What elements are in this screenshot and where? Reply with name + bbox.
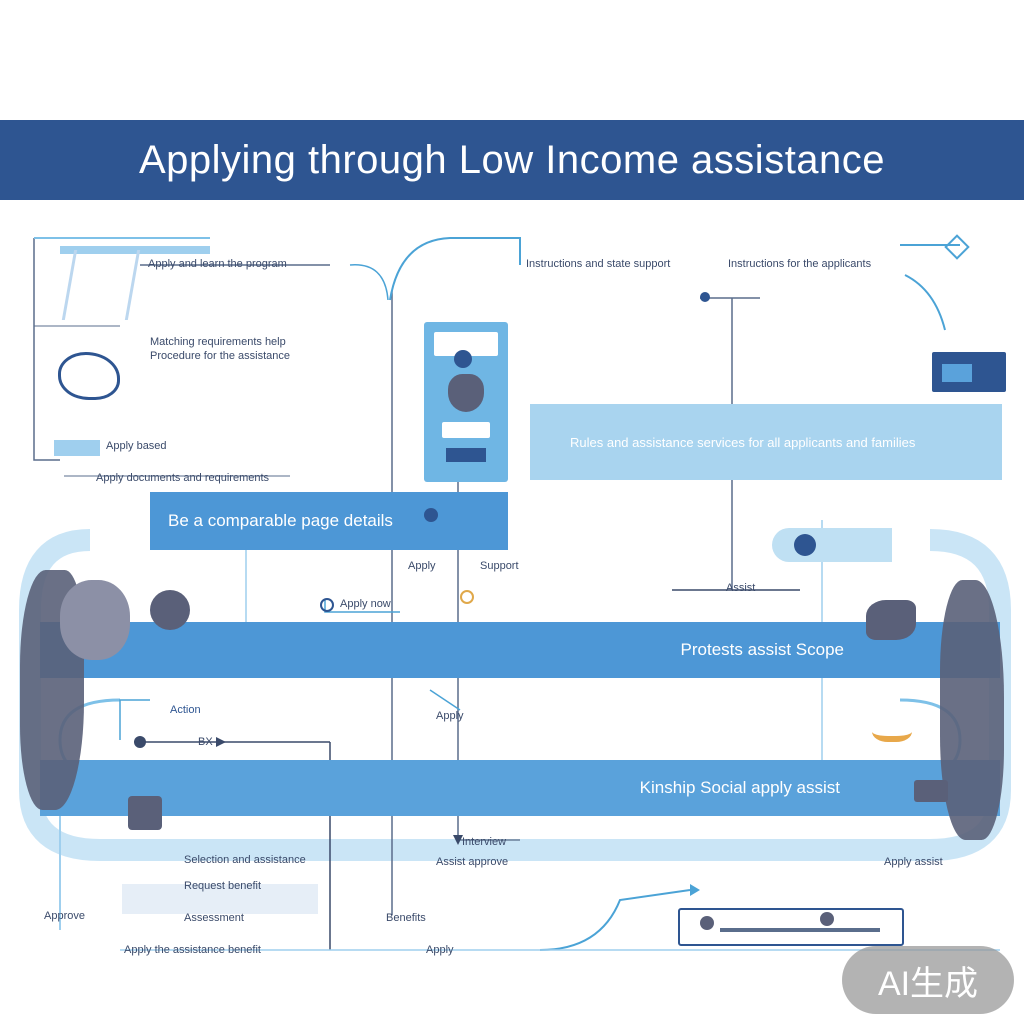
- node-circle-icon: [320, 598, 334, 612]
- label-top-left: Apply and learn the program: [148, 258, 287, 270]
- people-panel: [678, 908, 904, 946]
- label-right-mark: Assist: [726, 582, 756, 594]
- label-mid-marker: BX: [198, 736, 213, 748]
- dot-icon: [424, 508, 438, 522]
- label-bottom-axis-3: Apply: [426, 944, 454, 956]
- title-banner: Applying through Low Income assistance: [0, 120, 1024, 200]
- label-bottom-left-1: Selection and assistance: [184, 854, 306, 866]
- label-bottom-left-3: Assessment: [184, 912, 244, 924]
- label-bottom-center-1: Interview: [462, 836, 507, 848]
- label-center-c: Apply now: [340, 598, 391, 610]
- cloud-icon: [58, 352, 120, 400]
- band-middle: Protests assist Scope: [40, 622, 1000, 678]
- label-bottom-axis-1: Apply the assistance benefit: [124, 944, 261, 956]
- top-center-curve: [389, 237, 521, 301]
- band-upper-left-label: Be a comparable page details: [168, 511, 393, 530]
- label-bottom-left-2: Request benefit: [184, 880, 262, 892]
- dot-icon: [134, 736, 146, 748]
- left-figure-arm: [60, 580, 130, 660]
- band-lower: Kinship Social apply assist: [40, 760, 1000, 816]
- label-bottom-center-2: Assist approve: [436, 856, 509, 868]
- label-center-b: Support: [480, 560, 519, 572]
- bottom-arrow-curve: [539, 889, 691, 951]
- label-center-a: Apply: [408, 560, 436, 572]
- diagram-title: Applying through Low Income assistance: [138, 137, 886, 182]
- key-icon: [872, 716, 912, 742]
- label-left-note-2: Procedure for the assistance: [150, 350, 291, 362]
- band-upper-left: Be a comparable page details: [150, 492, 508, 550]
- label-mid-left-callout: Action: [170, 704, 201, 716]
- band-upper-right: Rules and assistance services for all ap…: [530, 404, 1002, 480]
- label-top-center: Instructions and state support: [526, 258, 671, 270]
- band-lower-label: Kinship Social apply assist: [639, 778, 840, 797]
- device-icon: [932, 352, 1006, 392]
- left-figure-head: [150, 590, 190, 630]
- node-circle-icon: [460, 590, 474, 604]
- label-bottom-right: Apply assist: [884, 856, 943, 868]
- right-figure-base: [914, 780, 948, 802]
- dot-icon: [700, 292, 710, 302]
- right-figure-arm: [866, 600, 916, 640]
- phone-panel: [424, 322, 508, 482]
- label-left-note-4: Apply documents and requirements: [96, 472, 270, 484]
- person-icon: [454, 350, 472, 368]
- right-capsule: [772, 528, 892, 562]
- band-middle-label: Protests assist Scope: [680, 640, 844, 659]
- label-top-right: Instructions for the applicants: [728, 258, 872, 270]
- right-figure: [940, 580, 1004, 840]
- left-figure-base: [128, 796, 162, 830]
- label-mid-center: Apply: [436, 710, 464, 722]
- record-button-icon: [794, 534, 816, 556]
- label-bottom-axis-2: Benefits: [386, 912, 426, 924]
- card-icon: [54, 440, 100, 456]
- label-left-note-3: Apply based: [106, 440, 167, 452]
- lower-left-panel: [122, 884, 318, 914]
- label-left-note-1: Matching requirements help: [150, 336, 286, 348]
- figure-icon: [448, 374, 484, 412]
- ai-generated-badge: AI生成: [842, 946, 1014, 1014]
- hand-sketch-icon: [61, 250, 141, 320]
- band-upper-right-label: Rules and assistance services for all ap…: [570, 434, 916, 450]
- label-bottom-gauge: Approve: [44, 910, 85, 922]
